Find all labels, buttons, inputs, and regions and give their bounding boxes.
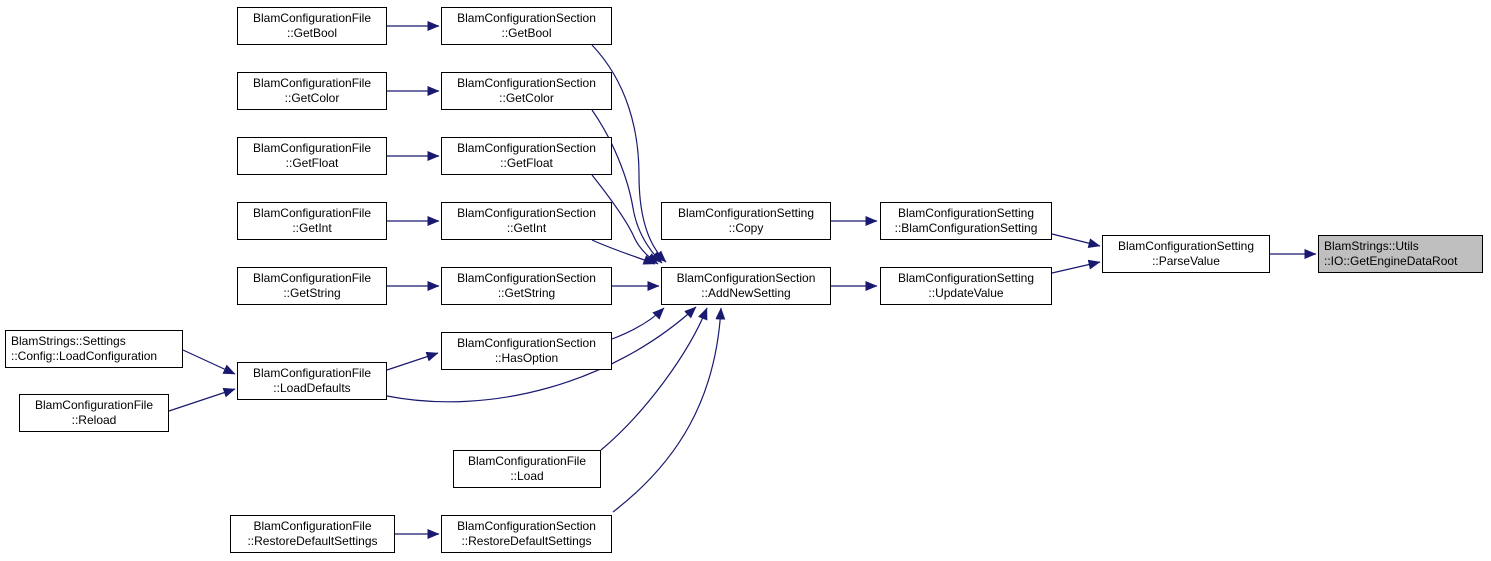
- node-file-reload[interactable]: BlamConfigurationFile::Reload: [19, 394, 169, 432]
- node-label-line: ::UpdateValue: [928, 286, 1004, 300]
- edge-section-restoredefaultsettings-to-section-addnewsetting: [612, 307, 726, 513]
- node-label-line: BlamConfigurationSection: [457, 141, 596, 155]
- node-label-line: ::RestoreDefaultSettings: [461, 534, 592, 548]
- node-label-line: ::IO::GetEngineDataRoot: [1324, 254, 1458, 268]
- node-setting-parsevalue[interactable]: BlamConfigurationSetting::ParseValue: [1102, 235, 1270, 273]
- edge-file-reload-to-file-loaddefaults: [168, 387, 236, 412]
- node-section-restoredefaultsettings[interactable]: BlamConfigurationSection::RestoreDefault…: [441, 515, 612, 553]
- node-section-addnewsetting[interactable]: BlamConfigurationSection::AddNewSetting: [661, 267, 831, 305]
- node-utils-io-getenginedataroot: BlamStrings::Utils::IO::GetEngineDataRoo…: [1318, 235, 1483, 273]
- node-label-line: ::GetColor: [284, 91, 340, 105]
- node-label-line: ::GetFloat: [285, 156, 339, 170]
- node-label-line: BlamConfigurationSection: [457, 11, 596, 25]
- edge-setting-updatevalue-to-setting-parsevalue: [1051, 259, 1101, 274]
- node-label-line: ::GetBool: [501, 26, 552, 40]
- node-section-hasoption[interactable]: BlamConfigurationSection::HasOption: [441, 332, 612, 370]
- node-label-line: BlamStrings::Utils: [1324, 239, 1419, 253]
- node-label-line: BlamConfigurationSetting: [677, 206, 815, 220]
- node-label-line: BlamConfigurationFile: [252, 206, 372, 220]
- node-label-line: BlamConfigurationSection: [676, 271, 816, 285]
- edge-file-loaddefaults-to-section-hasoption: [386, 351, 439, 371]
- node-label-line: BlamConfigurationSection: [457, 336, 596, 350]
- node-settings-loadconfiguration[interactable]: BlamStrings::Settings::Config::LoadConfi…: [5, 330, 183, 368]
- node-section-getbool[interactable]: BlamConfigurationSection::GetBool: [441, 7, 612, 45]
- node-label-line: BlamConfigurationSetting: [897, 206, 1035, 220]
- node-section-getint[interactable]: BlamConfigurationSection::GetInt: [441, 202, 612, 240]
- node-label-line: ::RestoreDefaultSettings: [247, 534, 378, 548]
- node-label-line: ::LoadDefaults: [273, 381, 351, 395]
- node-file-getbool[interactable]: BlamConfigurationFile::GetBool: [237, 7, 387, 45]
- node-section-getfloat[interactable]: BlamConfigurationSection::GetFloat: [441, 137, 612, 175]
- node-label-line: ::Reload: [71, 413, 117, 427]
- node-label-line: ::ParseValue: [1152, 254, 1220, 268]
- edge-file-loaddefaults-to-section-addnewsetting: [386, 306, 697, 403]
- node-label-line: ::Config::LoadConfiguration: [11, 349, 158, 363]
- node-label-line: BlamConfigurationFile: [467, 454, 587, 468]
- node-label-line: BlamStrings::Settings: [11, 334, 126, 348]
- node-label-line: BlamConfigurationFile: [34, 398, 154, 412]
- node-label-line: BlamConfigurationFile: [252, 271, 372, 285]
- node-label-line: ::GetString: [497, 286, 556, 300]
- node-setting-updatevalue[interactable]: BlamConfigurationSetting::UpdateValue: [880, 267, 1052, 305]
- node-section-getstring[interactable]: BlamConfigurationSection::GetString: [441, 267, 612, 305]
- node-file-getfloat[interactable]: BlamConfigurationFile::GetFloat: [237, 137, 387, 175]
- edge-section-getcolor-to-section-addnewsetting: [591, 109, 663, 264]
- node-label-line: BlamConfigurationSetting: [1117, 239, 1255, 253]
- node-label-line: BlamConfigurationSection: [457, 206, 596, 220]
- node-file-restoredefaultsettings[interactable]: BlamConfigurationFile::RestoreDefaultSet…: [230, 515, 395, 553]
- node-label-line: BlamConfigurationFile: [252, 366, 372, 380]
- node-label-line: ::GetString: [283, 286, 341, 300]
- node-label-line: ::BlamConfigurationSetting: [894, 221, 1038, 235]
- node-label-line: ::GetColor: [499, 91, 554, 105]
- node-label-line: BlamConfigurationFile: [252, 141, 372, 155]
- node-file-load[interactable]: BlamConfigurationFile::Load: [453, 450, 601, 488]
- node-label-line: ::GetInt: [506, 221, 547, 235]
- node-label-line: BlamConfigurationFile: [253, 519, 372, 533]
- node-file-getstring[interactable]: BlamConfigurationFile::GetString: [237, 267, 387, 305]
- edge-settings-loadconfiguration-to-file-loaddefaults: [182, 349, 236, 375]
- node-label-line: BlamConfigurationSection: [457, 76, 596, 90]
- node-file-loaddefaults[interactable]: BlamConfigurationFile::LoadDefaults: [237, 362, 387, 400]
- edge-section-getint-to-section-addnewsetting: [591, 239, 656, 265]
- node-label-line: ::GetInt: [292, 221, 332, 235]
- edge-setting-constructor-to-setting-parsevalue: [1051, 233, 1101, 249]
- node-label-line: ::GetBool: [286, 26, 338, 40]
- node-label-line: ::GetFloat: [500, 156, 553, 170]
- node-label-line: ::AddNewSetting: [701, 286, 791, 300]
- node-label-line: BlamConfigurationSection: [457, 519, 596, 533]
- node-label-line: ::Load: [510, 469, 544, 483]
- node-label-line: BlamConfigurationFile: [252, 11, 372, 25]
- node-file-getint[interactable]: BlamConfigurationFile::GetInt: [237, 202, 387, 240]
- edge-section-hasoption-to-section-addnewsetting: [611, 307, 665, 340]
- node-section-getcolor[interactable]: BlamConfigurationSection::GetColor: [441, 72, 612, 110]
- node-label-line: BlamConfigurationSection: [457, 271, 596, 285]
- edge-file-load-to-section-addnewsetting: [600, 307, 708, 451]
- node-setting-copy[interactable]: BlamConfigurationSetting::Copy: [661, 202, 831, 240]
- node-setting-constructor[interactable]: BlamConfigurationSetting::BlamConfigurat…: [880, 202, 1052, 240]
- node-label-line: ::Copy: [728, 221, 764, 235]
- node-file-getcolor[interactable]: BlamConfigurationFile::GetColor: [237, 72, 387, 110]
- edge-section-getbool-to-section-addnewsetting: [591, 44, 667, 263]
- node-label-line: BlamConfigurationFile: [252, 76, 372, 90]
- node-label-line: ::HasOption: [494, 351, 559, 365]
- node-label-line: BlamConfigurationSetting: [897, 271, 1035, 285]
